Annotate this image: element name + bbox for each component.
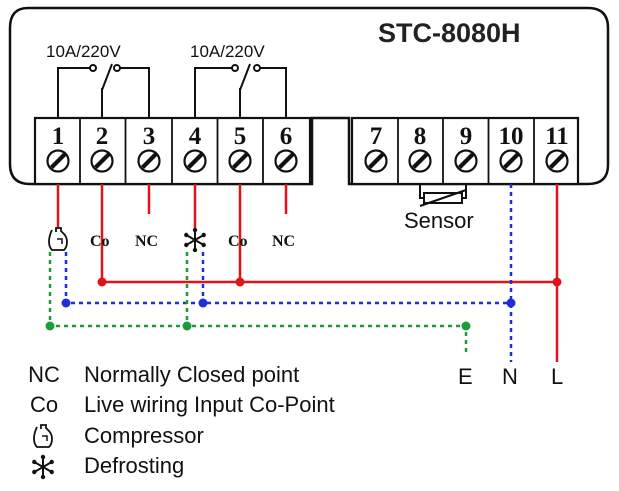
terminal-screw-icon	[454, 149, 478, 173]
terminal-number: 7	[370, 123, 383, 150]
relay-2-rating: 10A/220V	[190, 42, 265, 61]
terminal-number: 9	[460, 123, 473, 150]
terminal-screw-icon	[408, 149, 432, 173]
terminal-screw-icon	[274, 149, 298, 173]
model-label: STC-8080H	[378, 18, 521, 48]
terminal-screw-icon	[228, 149, 252, 173]
sensor-label: Sensor	[404, 208, 474, 233]
sensor-element	[419, 184, 467, 207]
legend-row-co: Co Live wiring Input Co-Point	[0, 390, 440, 420]
live-label: L	[551, 364, 563, 389]
earth-label: E	[458, 364, 473, 389]
compressor-icon	[48, 227, 68, 251]
terminal-5: 5	[228, 123, 252, 173]
terminal-2: 2	[90, 123, 114, 173]
terminal-10: 10	[499, 123, 524, 173]
terminal-3-tag: NC	[135, 233, 158, 250]
terminal-screw-icon	[183, 149, 207, 173]
relay-1-rating: 10A/220V	[46, 42, 121, 61]
terminal-2-tag: Co	[90, 233, 110, 250]
terminal-number: 11	[545, 123, 569, 150]
terminal-8: 8	[408, 123, 432, 173]
legend-row-defrost: Defrosting	[0, 451, 440, 481]
live-wires	[56, 184, 559, 362]
terminal-5-tag: Co	[228, 233, 248, 250]
terminal-screw-icon	[545, 149, 569, 173]
terminal-11: 11	[545, 123, 569, 173]
legend-key-co: Co	[29, 392, 59, 417]
defrost-snowflake-icon	[31, 454, 55, 480]
earth-junctions	[45, 321, 471, 331]
terminal-number: 10	[499, 123, 524, 150]
terminal-1: 1	[46, 123, 70, 173]
relay-1-contact	[57, 63, 150, 118]
legend-row-nc: NC Normally Closed point	[0, 360, 440, 390]
legend-row-compressor: Compressor	[0, 421, 440, 451]
terminal-screw-icon	[46, 149, 70, 173]
terminal-3: 3	[137, 123, 161, 173]
earth-wires	[48, 252, 468, 355]
legend-text-co: Live wiring Input Co-Point	[84, 392, 335, 417]
neutral-junctions	[61, 298, 516, 308]
terminal-screw-icon	[364, 149, 388, 173]
neutral-label: N	[502, 364, 518, 389]
legend-key-nc: NC	[28, 362, 60, 387]
legend-text-nc: Normally Closed point	[84, 362, 300, 387]
compressor-icon	[33, 424, 53, 448]
legend-text-defrost: Defrosting	[84, 453, 185, 478]
terminal-6: 6	[274, 123, 298, 173]
terminal-7: 7	[364, 123, 388, 173]
terminal-number: 3	[143, 123, 156, 150]
terminal-number: 5	[234, 123, 247, 150]
terminal-screw-icon	[499, 149, 523, 173]
terminal-9: 9	[454, 123, 478, 173]
live-junctions	[97, 277, 562, 287]
terminal-6-tag: NC	[272, 233, 295, 250]
terminal-screw-icon	[90, 149, 114, 173]
terminal-4: 4	[183, 123, 207, 173]
terminal-number: 2	[96, 123, 109, 150]
terminal-number: 6	[280, 123, 293, 150]
terminal-number: 1	[52, 123, 65, 150]
terminal-number: 4	[189, 123, 202, 150]
legend-text-compressor: Compressor	[84, 423, 204, 448]
terminal-number: 8	[414, 123, 427, 150]
terminal-screw-icon	[137, 149, 161, 173]
defrost-snowflake-icon	[183, 226, 207, 254]
relay-2-contact	[194, 63, 287, 118]
